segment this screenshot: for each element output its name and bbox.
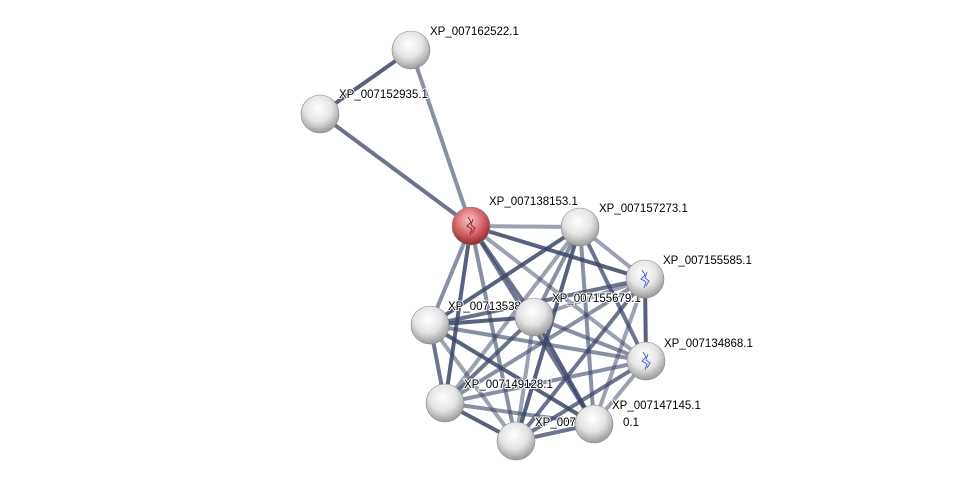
protein-node[interactable] bbox=[410, 305, 450, 345]
protein-node[interactable] bbox=[560, 207, 600, 247]
edge-D-H[interactable] bbox=[578, 226, 648, 362]
node-sphere[interactable] bbox=[574, 404, 614, 444]
node-label: XP_007138153.1 bbox=[489, 196, 578, 208]
edge-C-I[interactable] bbox=[443, 225, 473, 404]
node-label: XP_007 bbox=[535, 417, 576, 429]
protein-structure-icon bbox=[640, 269, 650, 289]
protein-node[interactable] bbox=[300, 94, 340, 134]
edge-H-I[interactable] bbox=[444, 359, 647, 405]
edge-H-J[interactable] bbox=[514, 359, 648, 443]
protein-structure-icon bbox=[641, 351, 651, 371]
protein-node[interactable] bbox=[574, 404, 614, 444]
protein-structure-icon bbox=[466, 216, 476, 236]
protein-node[interactable] bbox=[626, 341, 666, 381]
node-label: XP_007152935.1 bbox=[339, 89, 428, 101]
edge-E-G[interactable] bbox=[533, 277, 646, 319]
edge-C-J[interactable] bbox=[469, 225, 518, 442]
protein-node[interactable] bbox=[514, 297, 554, 337]
edge-G-I[interactable] bbox=[443, 315, 536, 405]
node-label: XP_007157273.1 bbox=[599, 203, 688, 215]
node-sphere[interactable] bbox=[391, 30, 431, 70]
edge-F-J[interactable] bbox=[428, 323, 518, 443]
edge-D-F[interactable] bbox=[428, 225, 582, 327]
edge-G-K[interactable] bbox=[532, 316, 596, 425]
edge-F-H[interactable] bbox=[429, 323, 647, 363]
protein-node[interactable] bbox=[425, 383, 465, 423]
node-sphere[interactable] bbox=[410, 305, 450, 345]
node-label: XP_007134868.1 bbox=[664, 338, 753, 350]
edge-G-H[interactable] bbox=[533, 315, 647, 363]
node-sphere[interactable] bbox=[626, 341, 666, 381]
node-sphere[interactable] bbox=[425, 383, 465, 423]
node-sphere[interactable] bbox=[300, 94, 340, 134]
edge-I-K[interactable] bbox=[444, 401, 595, 426]
node-label: XP_007149128.1 bbox=[464, 379, 553, 391]
edge-B-C[interactable] bbox=[318, 112, 473, 228]
edge-E-I[interactable] bbox=[443, 277, 647, 405]
node-label: XP_007155679.1 bbox=[552, 293, 641, 305]
protein-node[interactable] bbox=[496, 421, 536, 461]
edge-A-C[interactable] bbox=[409, 49, 473, 227]
node-label: XP_00713538 bbox=[448, 301, 521, 313]
node-sphere[interactable] bbox=[514, 297, 554, 337]
node-sphere[interactable] bbox=[625, 259, 665, 299]
node-sphere[interactable] bbox=[496, 421, 536, 461]
query-node-sphere[interactable] bbox=[451, 206, 491, 246]
node-label: XP_007155585.1 bbox=[663, 255, 752, 267]
protein-node[interactable] bbox=[625, 259, 665, 299]
node-label: XP_007162522.1 bbox=[430, 26, 519, 38]
protein-node[interactable] bbox=[451, 206, 491, 246]
edge-E-J[interactable] bbox=[514, 277, 647, 443]
node-sphere[interactable] bbox=[560, 207, 600, 247]
edge-D-J[interactable] bbox=[514, 226, 582, 442]
edge-G-J[interactable] bbox=[514, 316, 536, 442]
node-label: XP_007147145.1 bbox=[612, 400, 701, 412]
node-label-suffix: 0.1 bbox=[623, 417, 639, 429]
edge-D-K[interactable] bbox=[578, 226, 596, 425]
protein-node[interactable] bbox=[391, 30, 431, 70]
